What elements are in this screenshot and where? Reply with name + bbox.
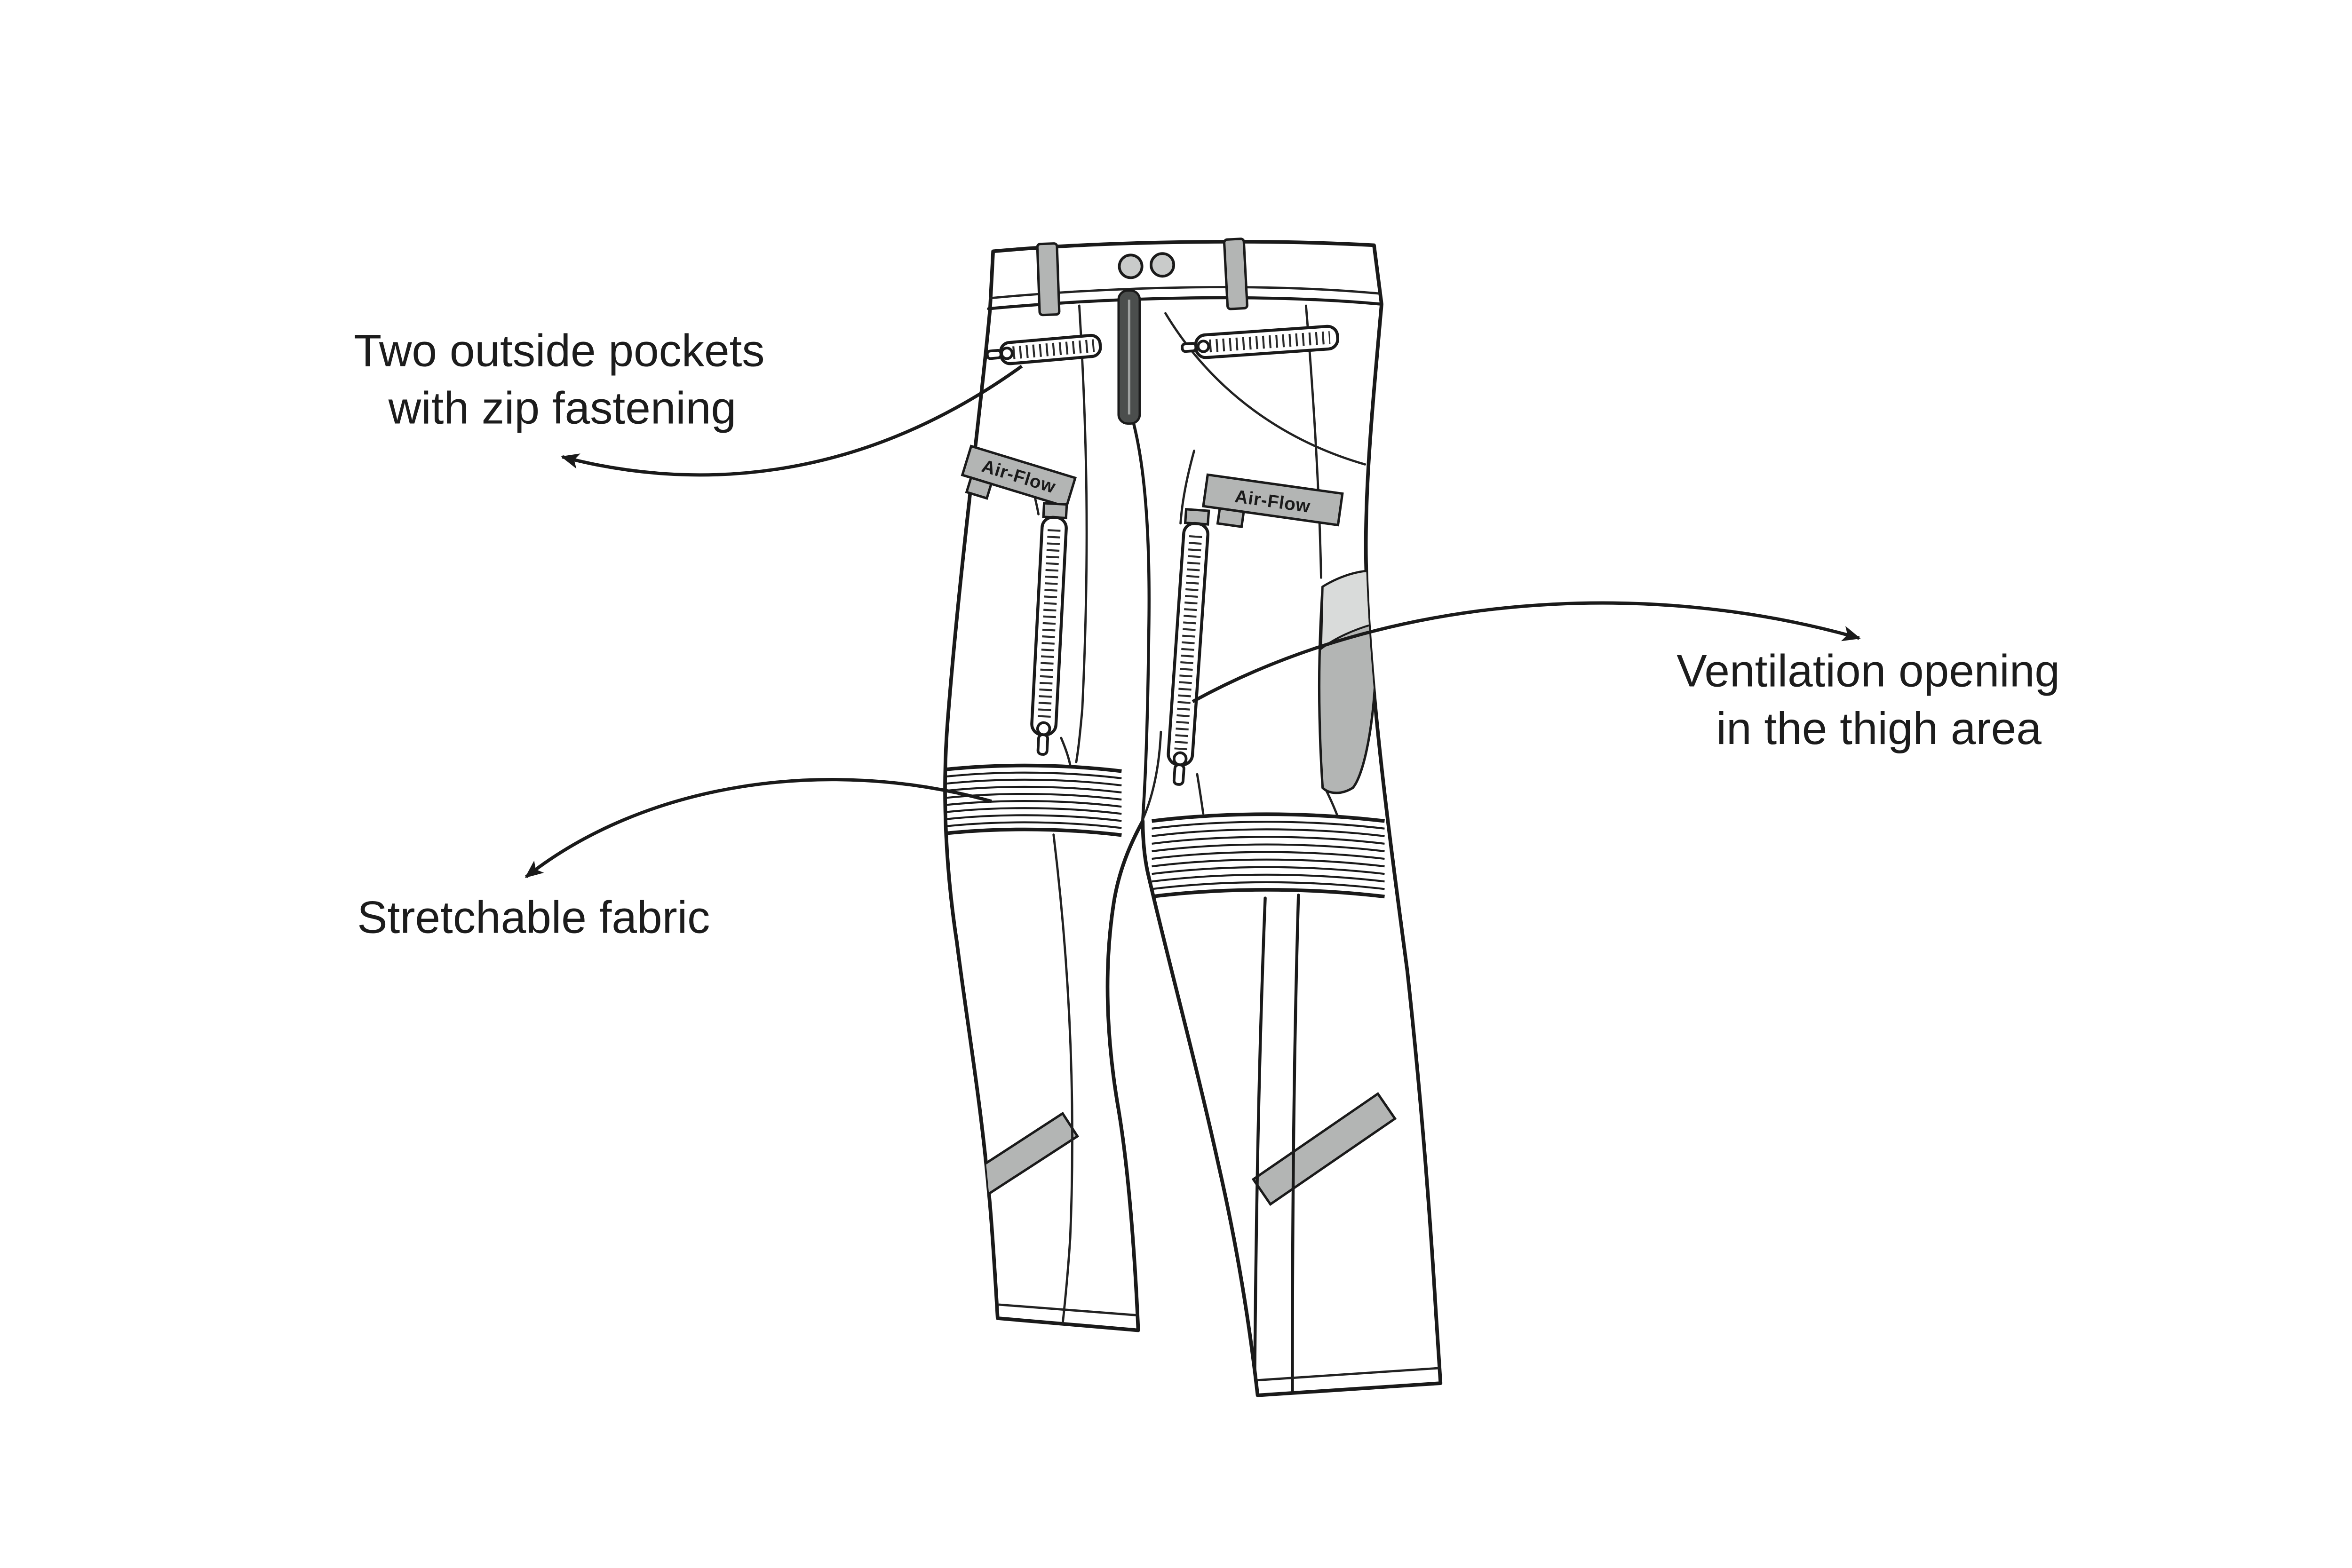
seam-lines [998, 304, 1440, 1395]
snap-button-right [1150, 252, 1176, 278]
shin-accent-right [1251, 1092, 1397, 1206]
fly-zipper [1117, 289, 1141, 425]
annotation-ventilation-line1: Ventilation opening [1677, 646, 2060, 697]
waist-pocket-zip-left [985, 333, 1102, 365]
arrow-ventilation [1192, 601, 1861, 703]
vent-zipper-left [1030, 502, 1068, 756]
arrow-pockets [561, 364, 1023, 477]
knee-stretch-left [945, 763, 1122, 837]
belt-loop-left [1036, 242, 1061, 317]
belt-loop-right [1223, 238, 1248, 310]
annotations: Two outside pockets with zip fastening V… [354, 326, 2060, 943]
annotation-ventilation-line2: in the thigh area [1716, 704, 2042, 754]
knee-stretch-right [1152, 812, 1385, 899]
annotation-pockets-line1: Two outside pockets [354, 326, 764, 376]
snap-button-left [1118, 253, 1144, 279]
airflow-band-right: Air-Flow [1202, 473, 1344, 528]
waistband [987, 238, 1383, 317]
vent-zipper-right [1167, 508, 1210, 786]
waist-pocket-zip-right [1181, 325, 1339, 359]
arrow-stretch [524, 778, 992, 879]
annotation-pockets-line2: with zip fastening [388, 383, 736, 434]
annotation-stretch-line1: Stretchable fabric [357, 893, 710, 943]
pants-illustration: Air-Flow Air-Flow [943, 238, 1443, 1397]
